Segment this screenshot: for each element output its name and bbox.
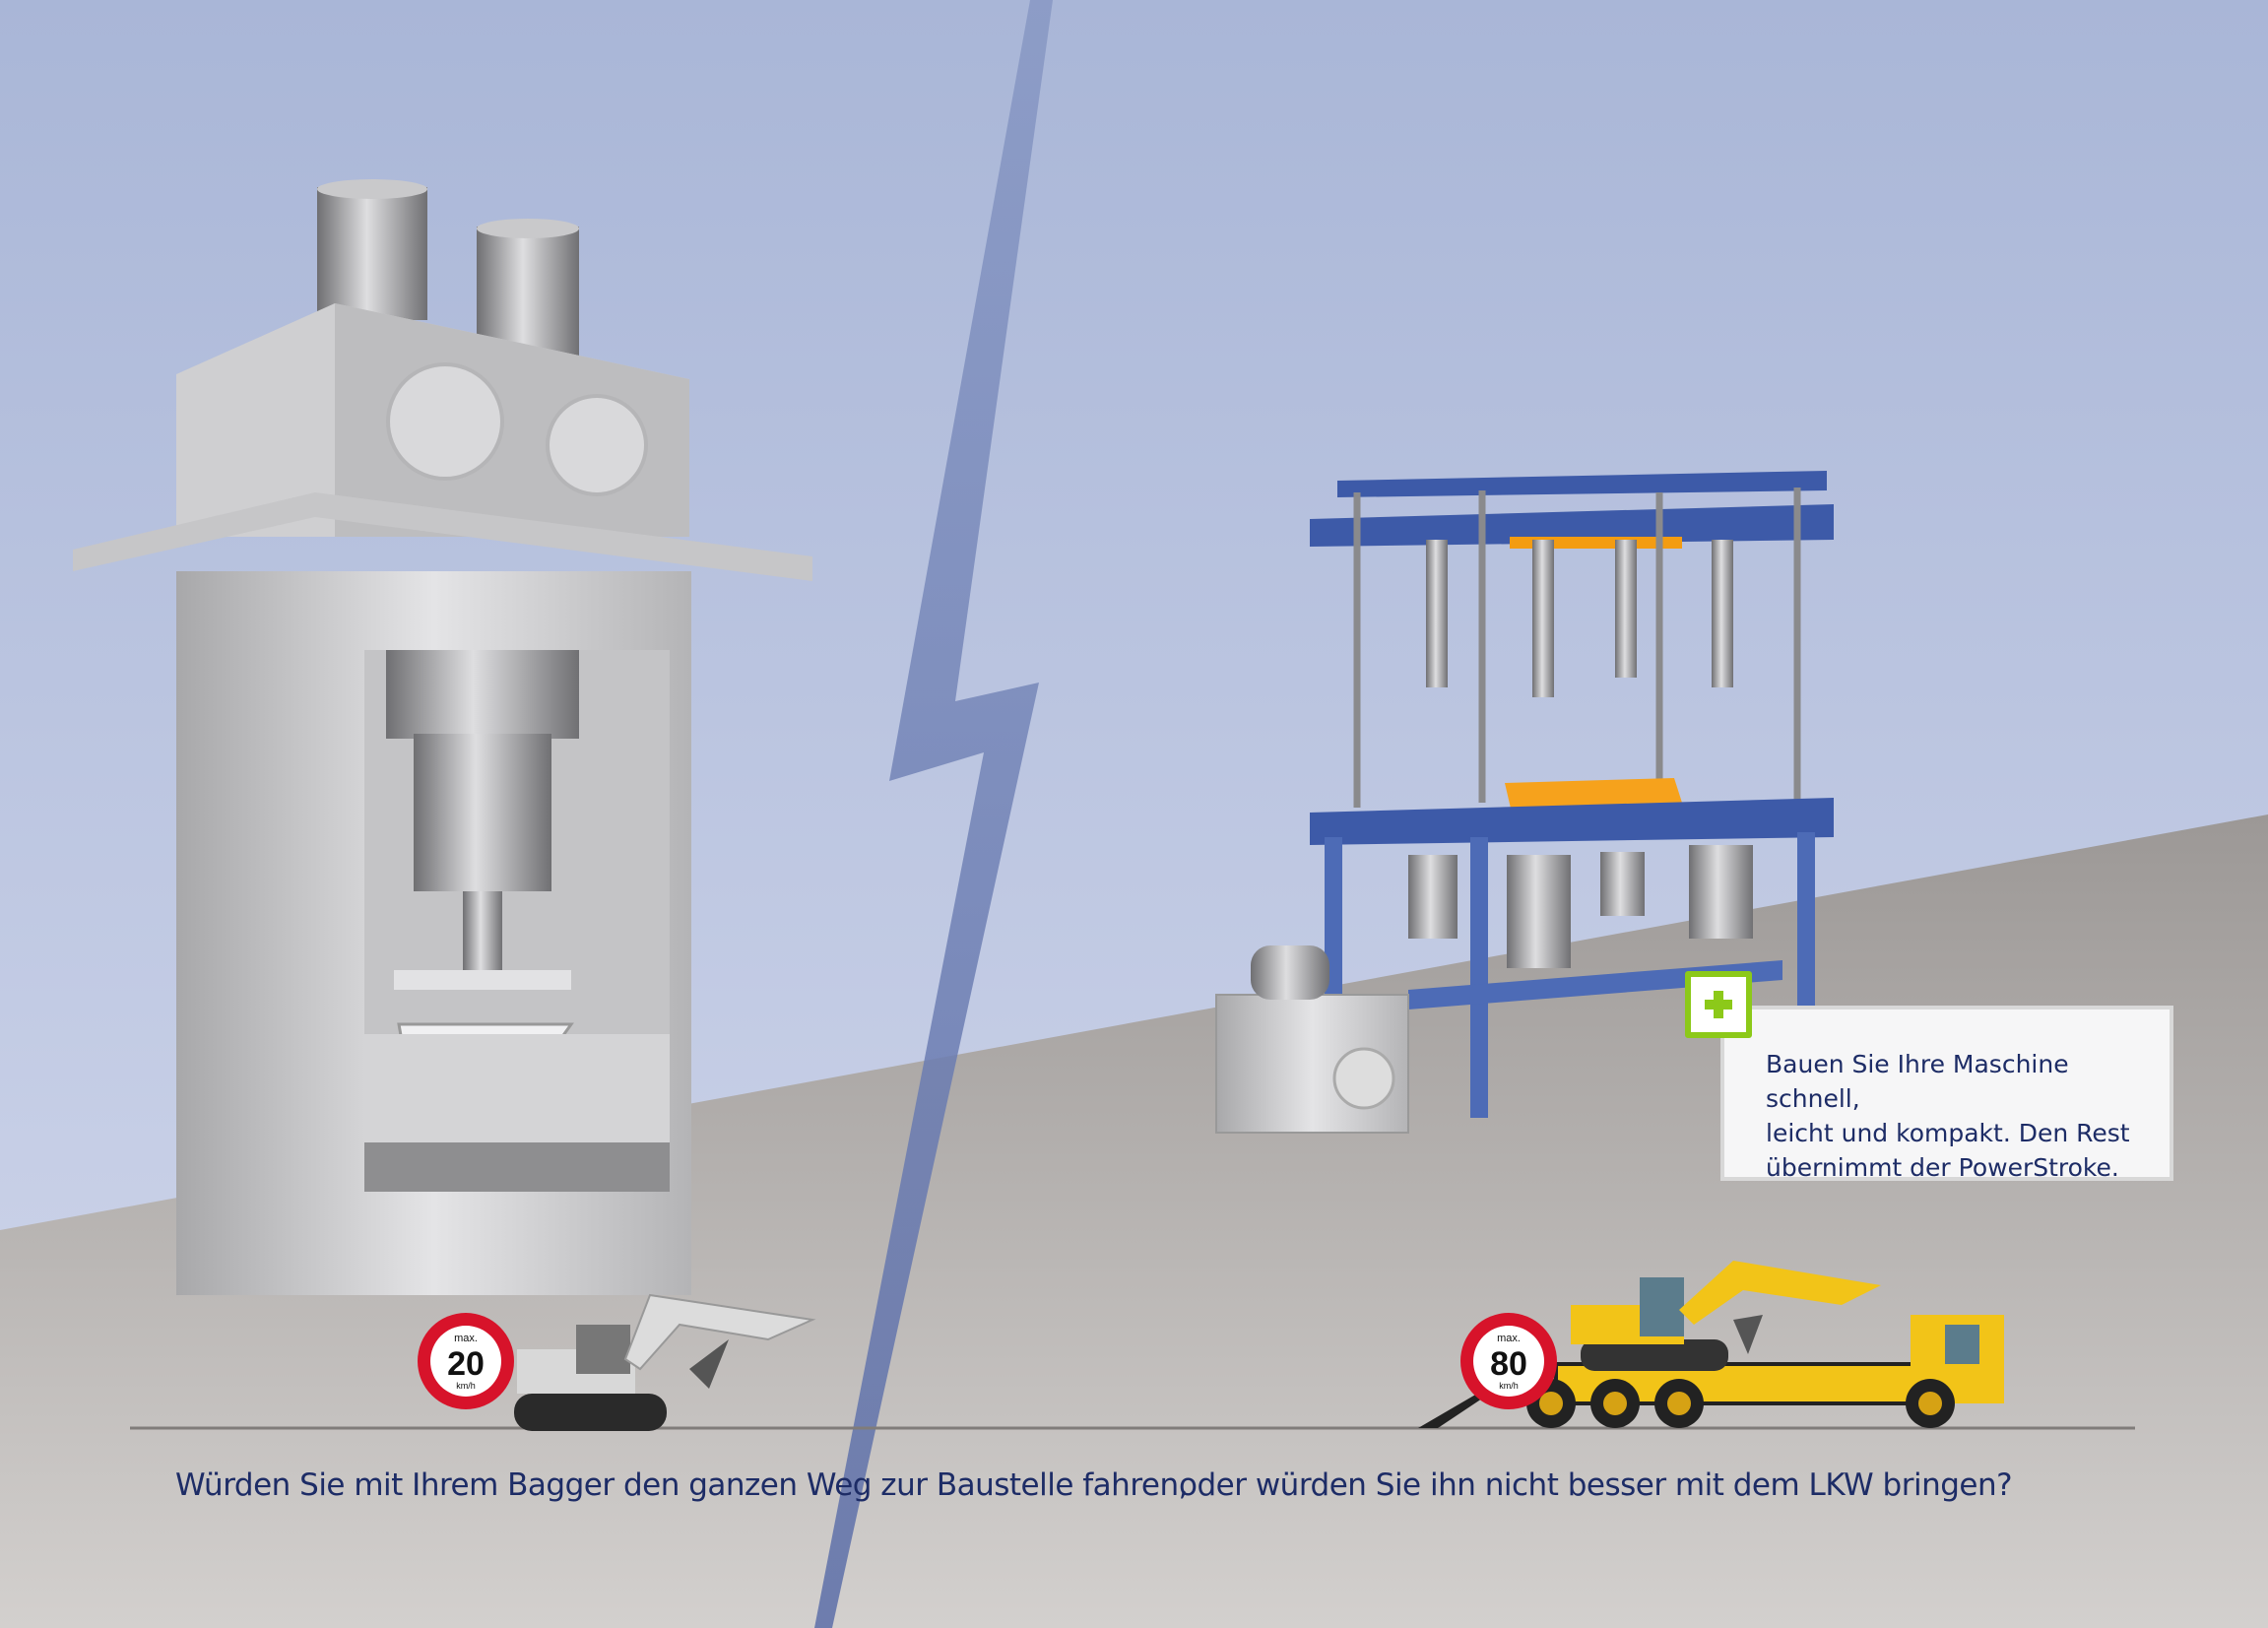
motor-cylinder [317, 187, 427, 320]
info-text: Bauen Sie Ihre Maschine schnell, leicht … [1766, 1047, 2170, 1185]
caption-right: oder würden Sie ihn nicht besser mit dem… [1179, 1467, 2013, 1503]
info-line: leicht und kompakt. Den Rest [1766, 1119, 2130, 1147]
powerstroke-machine [1215, 471, 1834, 1134]
conventional-press [73, 179, 812, 1295]
expand-info-button[interactable] [1685, 971, 1752, 1038]
lightning-divider [814, 0, 1053, 1628]
svg-text:max.: max. [1497, 1333, 1521, 1344]
info-callout: Bauen Sie Ihre Maschine schnell, leicht … [1720, 1006, 2173, 1182]
info-line: übernimmt der PowerStroke. [1766, 1153, 2119, 1182]
svg-text:20: 20 [447, 1345, 485, 1383]
motor-cylinder [477, 227, 579, 359]
flywheel [386, 362, 504, 481]
svg-text:km/h: km/h [456, 1381, 476, 1391]
info-line: Bauen Sie Ihre Maschine schnell, [1766, 1050, 2069, 1113]
excavator-driving [514, 1293, 816, 1431]
svg-text:km/h: km/h [1499, 1381, 1519, 1391]
svg-text:max.: max. [454, 1333, 478, 1344]
speed-limit-sign-20: max. 20 km/h [418, 1313, 514, 1409]
speed-limit-sign-80: max. 80 km/h [1460, 1313, 1557, 1409]
caption-left: Würden Sie mit Ihrem Bagger den ganzen W… [175, 1467, 1188, 1503]
flywheel [546, 394, 648, 496]
truck-with-excavator [1418, 1261, 2004, 1428]
svg-text:80: 80 [1490, 1345, 1527, 1383]
